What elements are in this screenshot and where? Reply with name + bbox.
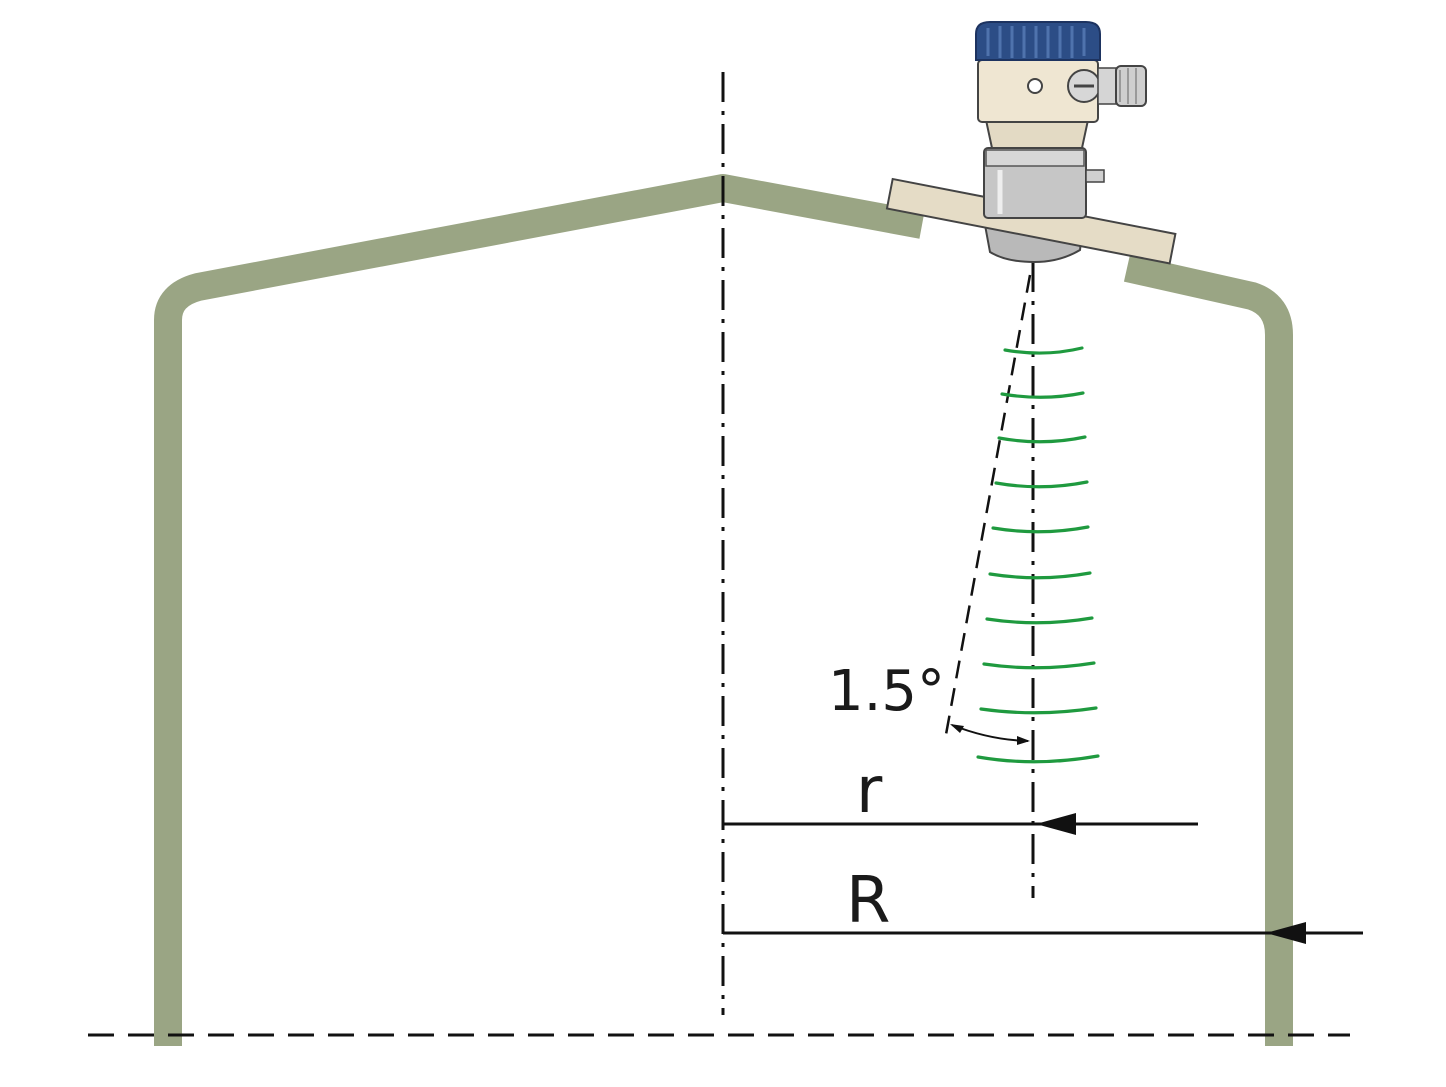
- wave-arc: [1000, 391, 1085, 399]
- side-bolt: [1085, 169, 1105, 183]
- radar-level-sensor: [885, 21, 1177, 265]
- housing-neck: [984, 119, 1090, 149]
- tank-left-wall: [154, 174, 925, 1046]
- tank-right-wall: [1123, 254, 1293, 1046]
- wave-arc: [985, 616, 1094, 625]
- cable-gland-nut: [1115, 65, 1147, 107]
- cable-gland-connector: [1097, 67, 1117, 105]
- large-radius-label: R: [846, 864, 890, 938]
- lid-grip-ridges: [986, 26, 1086, 58]
- r-arrowhead: [1036, 813, 1076, 835]
- angle-label: 1.5°: [828, 659, 945, 724]
- angle-arc: [951, 724, 1029, 742]
- housing-lid: [975, 21, 1101, 61]
- wave-arc: [997, 435, 1087, 444]
- beam-tilt-line: [943, 274, 1032, 741]
- wave-arc: [979, 706, 1098, 715]
- angle-indicator: [950, 724, 1030, 745]
- wave-arc: [991, 525, 1090, 534]
- angle-arrowhead-right: [1017, 736, 1030, 745]
- wave-arc: [1003, 346, 1084, 355]
- R-arrowhead: [1266, 922, 1306, 944]
- antenna-collar: [985, 149, 1085, 167]
- housing-screw: [1027, 78, 1043, 94]
- R-dimension: [723, 922, 1363, 944]
- small-radius-label: r: [856, 754, 883, 828]
- radar-waves: [976, 346, 1100, 764]
- wave-arc: [994, 480, 1089, 489]
- wave-arc: [988, 571, 1092, 580]
- wave-arc: [982, 661, 1096, 670]
- r-dimension: [723, 813, 1198, 835]
- angle-arrowhead-left: [950, 724, 964, 733]
- tank-wall: [154, 174, 1293, 1046]
- wave-arc: [976, 754, 1100, 764]
